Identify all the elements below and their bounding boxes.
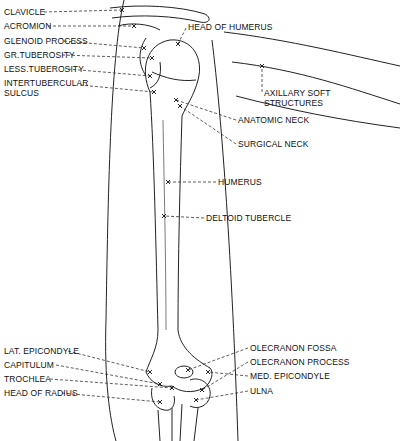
part-label: GLENOID PROCESS — [4, 36, 88, 46]
part-label: HUMERUS — [218, 177, 262, 187]
humerus-shaft — [178, 116, 210, 368]
part-label: AXILLARY SOFT STRUCTURES — [264, 88, 336, 108]
leader-line — [68, 351, 150, 372]
skin-outline — [106, 0, 124, 441]
part-label: SURGICAL NECK — [238, 139, 308, 149]
part-label: LESS.TUBEROSITY — [4, 64, 84, 74]
part-label: INTERTUBERCULAR SULCUS — [4, 78, 82, 98]
part-label: ACROMION — [4, 21, 52, 31]
leader-line — [202, 362, 248, 390]
leader-line — [62, 55, 152, 58]
part-label: CAPITULUM — [4, 360, 54, 370]
leader-line — [262, 66, 263, 92]
leader-line — [188, 348, 248, 370]
leader-line — [176, 100, 236, 120]
leader-line — [196, 391, 248, 400]
olecranon-process — [190, 379, 210, 408]
part-label: OLECRANON FOSSA — [250, 343, 337, 353]
part-label: OLECRANON PROCESS — [250, 357, 349, 367]
leader-line — [50, 379, 172, 388]
part-label: HEAD OF HUMERUS — [188, 22, 273, 32]
part-label: HEAD OF RADIUS — [4, 388, 78, 398]
part-label: ULNA — [250, 386, 273, 396]
leader-line — [164, 216, 204, 218]
leader-line — [56, 365, 160, 384]
part-label: GR.TUBEROSITY — [4, 50, 75, 60]
leader-line — [208, 372, 248, 376]
radius-head — [152, 388, 175, 410]
leader-line — [178, 28, 186, 44]
part-label: MED. EPICONDYLE — [250, 371, 330, 381]
leader-line — [44, 10, 122, 12]
part-label: ANATOMIC NECK — [238, 115, 309, 125]
part-label: TROCHLEA — [4, 374, 51, 384]
radius-shaft — [158, 408, 172, 441]
humerus-cortex — [163, 120, 166, 330]
clavicle-bone — [110, 6, 209, 22]
leader-line — [180, 106, 236, 144]
leader-line — [80, 85, 154, 92]
leader-line — [168, 182, 216, 183]
skin-outline — [212, 40, 238, 441]
acromion-bone — [118, 24, 160, 30]
part-label: DELTOID TUBERCLE — [206, 213, 291, 223]
humerus-shaft — [146, 92, 158, 372]
part-label: LAT. EPICONDYLE — [4, 346, 79, 356]
part-label: CLAVICLE — [4, 7, 45, 17]
humerus-head — [145, 40, 199, 116]
olecranon-fossa — [175, 366, 193, 378]
axillary-contour — [224, 32, 400, 66]
leader-line — [48, 26, 134, 27]
point-markers — [120, 8, 264, 404]
humerus-condyles — [146, 368, 212, 392]
ulna-shaft — [180, 404, 198, 441]
